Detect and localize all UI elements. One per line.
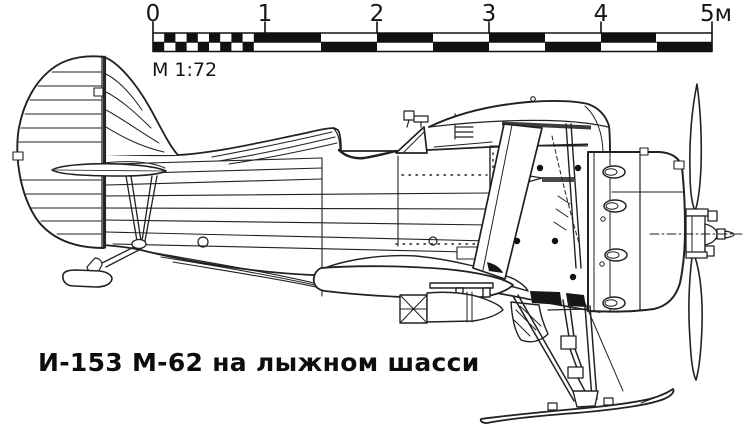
propeller-blade-lower — [688, 256, 703, 381]
scale-label-4: 4 — [594, 1, 609, 27]
scale-bar-checker — [153, 33, 712, 52]
scale-label-0: 0 — [146, 1, 161, 27]
elevator-horn — [12, 151, 24, 161]
propeller — [649, 83, 743, 381]
scale-ruler-labels: 0 1 2 3 4 5м М 1:72 — [146, 1, 732, 81]
horizontal-stabilizer — [51, 162, 167, 177]
underwing-bomb — [399, 282, 504, 324]
bomb-rack-rail — [429, 282, 494, 289]
scale-label-5m: 5м — [700, 1, 732, 27]
drawing-caption: И-153 М-62 на лыжном шасси — [38, 348, 480, 377]
cowl-latch — [639, 147, 649, 156]
tailplane-struts — [125, 175, 158, 242]
propeller-blade-upper — [689, 83, 703, 212]
cockpit-sill — [337, 148, 398, 160]
cabane-strut — [565, 123, 577, 269]
gunsight — [403, 110, 429, 128]
tail-fin — [104, 57, 178, 155]
scale-bar-ticks — [152, 21, 713, 34]
upper-wing — [428, 96, 611, 186]
cockpit — [333, 110, 474, 160]
bomb-body — [426, 291, 504, 323]
fitting-bolts — [513, 164, 582, 281]
engine-cowling — [513, 147, 686, 313]
main-ski — [479, 388, 675, 424]
airframe-drawing — [12, 55, 743, 424]
scale-label-2: 2 — [370, 1, 385, 27]
cabane-gull-root — [472, 123, 582, 280]
cowl-latch — [673, 160, 685, 170]
scale-bar: 0 1 2 3 4 5м М 1:72 — [146, 1, 732, 81]
shock-absorber — [560, 335, 577, 350]
wing-walkway-strip — [502, 121, 591, 130]
windscreen — [395, 126, 428, 154]
rudder-ribs — [18, 71, 102, 235]
nav-light — [530, 96, 536, 102]
scale-label-3: 3 — [482, 1, 497, 27]
exhaust-ports — [602, 165, 628, 310]
spinner-hub — [685, 208, 735, 259]
headrest-fairing — [333, 128, 341, 151]
fin-ribs — [105, 73, 165, 153]
scale-label-1: 1 — [258, 1, 273, 27]
landing-gear-struts — [512, 294, 624, 411]
tail-ski — [62, 269, 113, 288]
tail-unit — [12, 55, 179, 288]
ski-pedestal — [572, 390, 599, 408]
scale-ratio-label: М 1:72 — [152, 59, 217, 81]
rudder — [16, 55, 105, 249]
hinge-bracket — [93, 87, 104, 97]
fuselage-stringers — [102, 131, 491, 288]
